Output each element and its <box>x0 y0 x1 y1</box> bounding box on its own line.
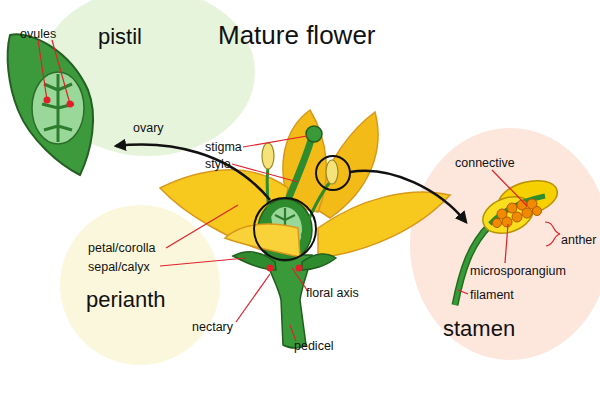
zoom-circle <box>316 156 350 190</box>
part-label: ovary <box>133 122 164 135</box>
part-label: nectary <box>192 321 233 334</box>
zoom-arrow <box>116 145 270 200</box>
zoom-circle <box>254 198 316 260</box>
bubble-node: perianth <box>60 205 220 365</box>
part-label: ovules <box>20 28 56 41</box>
part-label: sepal/calyx <box>88 261 150 274</box>
part-label: stigma <box>205 141 242 154</box>
bubble-shape <box>60 205 220 365</box>
stamen-detail <box>455 175 561 305</box>
leader-lines <box>38 40 560 341</box>
bubble-heading: pistil <box>98 24 142 50</box>
part-label: petal/corolla <box>88 242 155 255</box>
part-label: filament <box>470 289 514 302</box>
bubble-heading: perianth <box>86 287 166 313</box>
part-label: microsporangium <box>470 265 566 278</box>
part-label: anther <box>561 234 596 247</box>
bubble-heading: stamen <box>443 316 515 342</box>
flower-stem <box>233 252 336 348</box>
front-petal <box>225 224 300 257</box>
part-label: connective <box>455 157 515 170</box>
zoom-arrow <box>350 171 466 222</box>
diagram-title: Mature flower <box>218 22 376 48</box>
part-label: style <box>205 158 231 171</box>
part-label: floral axis <box>306 287 359 300</box>
part-label: pedicel <box>294 340 334 353</box>
pistil-detail <box>8 34 93 175</box>
